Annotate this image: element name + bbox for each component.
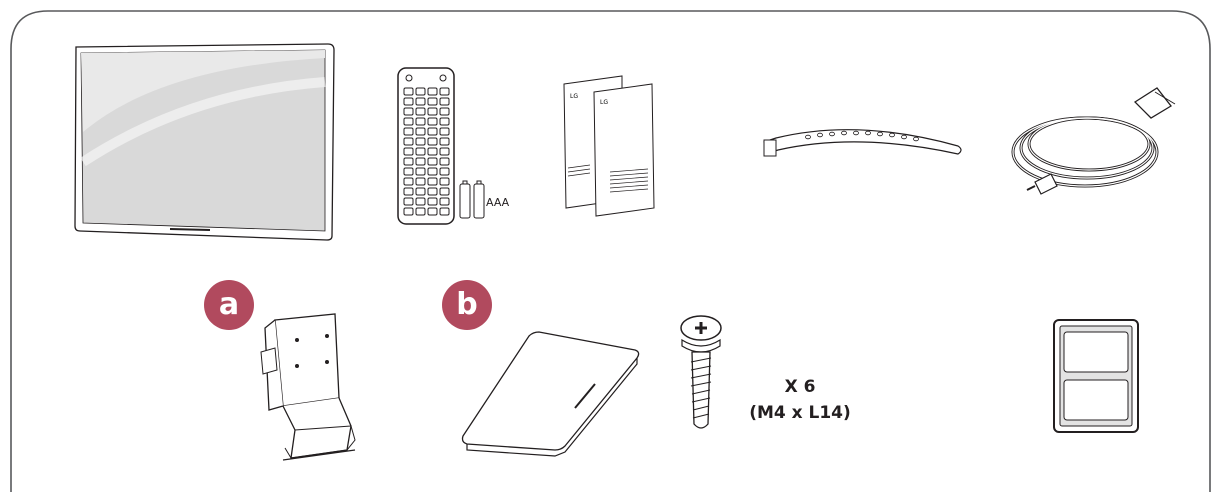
remote-button	[403, 147, 414, 156]
remote-button	[427, 87, 438, 96]
remote-button	[427, 167, 438, 176]
remote-button	[403, 137, 414, 146]
remote-button	[403, 197, 414, 206]
remote-button	[427, 187, 438, 196]
remote-button	[439, 127, 450, 136]
remote-button	[415, 137, 426, 146]
remote-button	[415, 107, 426, 116]
remote-button	[427, 107, 438, 116]
remote-button	[427, 207, 438, 216]
remote-button	[403, 207, 414, 216]
remote-button	[427, 117, 438, 126]
remote-button	[427, 197, 438, 206]
battery-type-label: AAA	[486, 196, 510, 209]
remote-button	[439, 207, 450, 216]
power-cord-icon	[1011, 87, 1176, 195]
remote-button	[415, 157, 426, 166]
remote-button	[439, 197, 450, 206]
remote-button	[439, 147, 450, 156]
screw-icon	[680, 315, 722, 429]
screw-size-label: (M4 x L14)	[749, 403, 851, 423]
remote-button	[415, 117, 426, 126]
remote-button	[415, 97, 426, 106]
remote-button	[403, 117, 414, 126]
remote-button	[415, 167, 426, 176]
remote-button	[427, 97, 438, 106]
screw-count-label: X 6	[784, 377, 816, 397]
remote-button	[439, 167, 450, 176]
remote-button	[403, 177, 414, 186]
card-icon	[1053, 319, 1139, 433]
monitor-icon	[74, 43, 335, 241]
manual-logo-front: LG	[600, 99, 608, 106]
remote-button	[439, 107, 450, 116]
remote-button	[415, 87, 426, 96]
remote-button	[439, 187, 450, 196]
remote-control-icon	[397, 67, 455, 225]
remote-button	[415, 147, 426, 156]
remote-button	[415, 187, 426, 196]
stand-base-icon	[461, 331, 640, 457]
remote-button	[403, 97, 414, 106]
remote-button	[439, 157, 450, 166]
remote-button	[439, 117, 450, 126]
remote-button	[415, 197, 426, 206]
manual-logo-back: LG	[570, 93, 578, 100]
badge-b: b	[442, 280, 492, 330]
remote-button	[427, 177, 438, 186]
remote-button	[427, 147, 438, 156]
remote-button	[403, 127, 414, 136]
remote-button	[439, 87, 450, 96]
remote-button	[439, 137, 450, 146]
remote-button	[415, 127, 426, 136]
remote-button	[427, 137, 438, 146]
cable-tie-icon	[763, 129, 962, 157]
remote-button	[415, 207, 426, 216]
badge-a: a	[204, 280, 254, 330]
remote-button	[439, 97, 450, 106]
remote-button	[403, 87, 414, 96]
stand-body-icon	[260, 313, 356, 461]
remote-button	[427, 157, 438, 166]
remote-button	[403, 107, 414, 116]
remote-button	[415, 177, 426, 186]
remote-button	[427, 127, 438, 136]
remote-button	[439, 177, 450, 186]
manual-icon: LG LG	[563, 75, 655, 217]
remote-button	[403, 187, 414, 196]
remote-button	[403, 167, 414, 176]
remote-button	[403, 157, 414, 166]
battery-icon	[459, 180, 485, 219]
